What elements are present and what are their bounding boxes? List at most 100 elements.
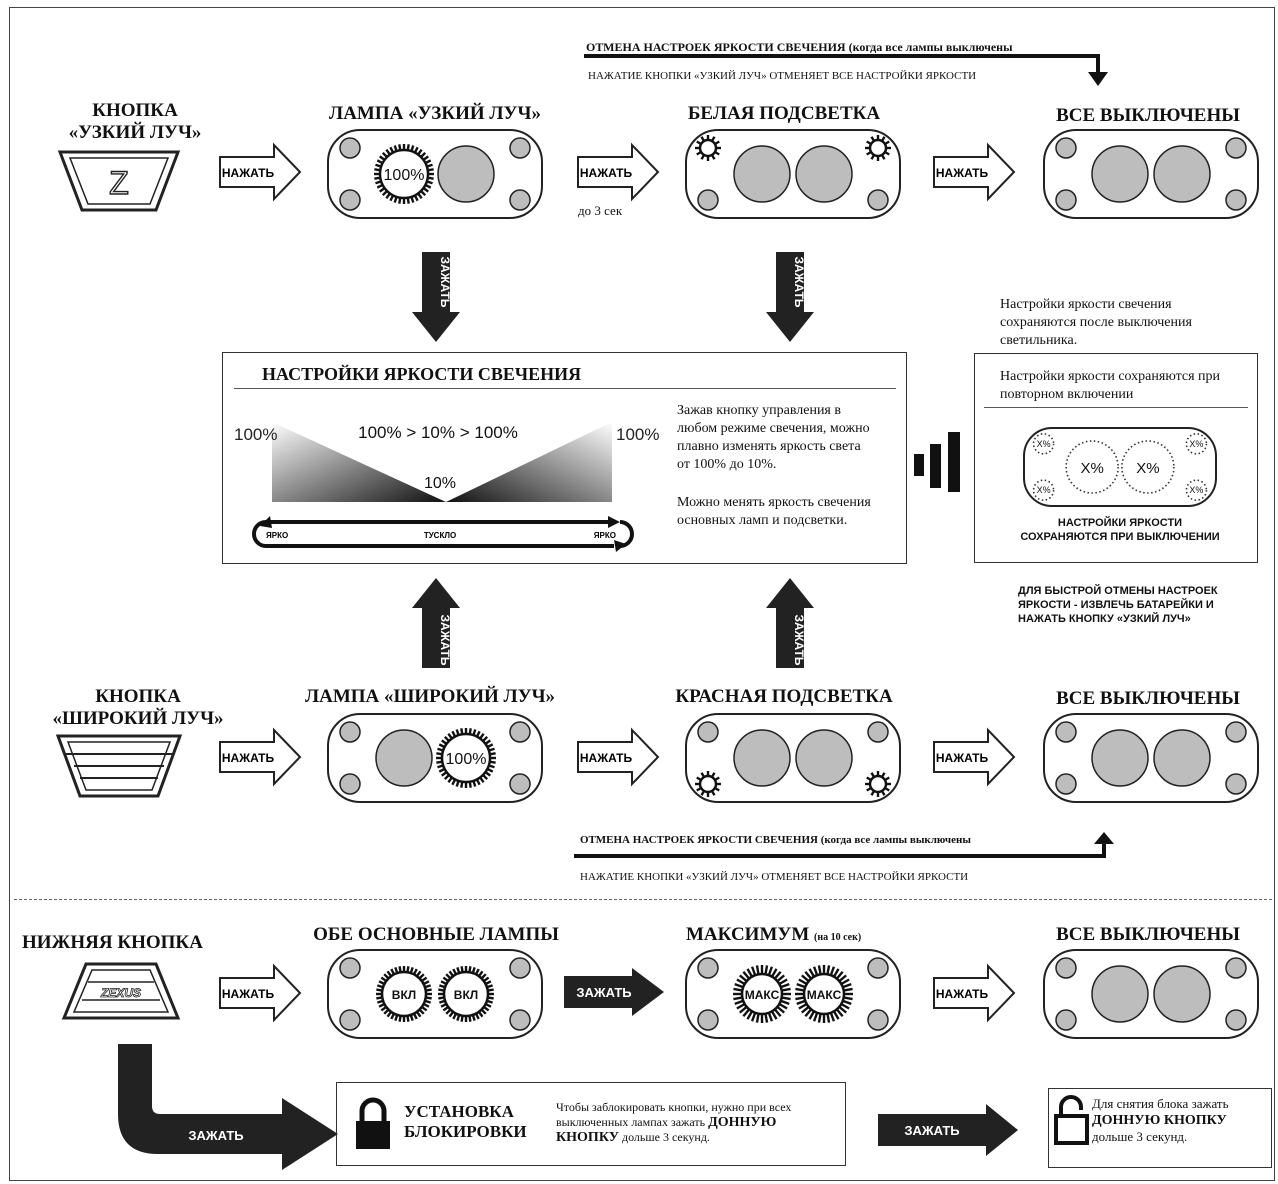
unlock-box <box>1048 1088 1272 1168</box>
hold-arrow-down-2: ЗАЖАТЬ <box>766 252 814 342</box>
unlock-instructions: Для снятия блока зажать ДОННУЮ КНОПКУ до… <box>1092 1096 1270 1145</box>
hold-arrow-up-1: ЗАЖАТЬ <box>412 578 460 668</box>
lamp-housing <box>685 713 901 803</box>
main-lamp-off <box>1153 145 1211 203</box>
sequence-label: 100% > 10% > 100% <box>358 423 518 442</box>
lamp-white-title: БЕЛАЯ ПОДСВЕТКА <box>687 103 881 124</box>
main-lamp-off <box>1091 965 1149 1023</box>
main-xpct-label: X% <box>1080 460 1103 477</box>
small-xpct-label: X% <box>1189 439 1203 449</box>
press-arrow-1: НАЖАТЬ <box>219 142 302 202</box>
backlight-lit <box>865 135 891 161</box>
lamp-housing <box>1043 129 1259 219</box>
small-lamp-off <box>339 189 361 211</box>
hold-arrow-down-1: ЗАЖАТЬ <box>412 252 460 342</box>
lock-title: УСТАНОВКА БЛОКИРОВКИ <box>404 1102 527 1141</box>
lamp-housing <box>1043 713 1259 803</box>
main-lamp-lit <box>374 144 434 204</box>
memory-box-rule <box>984 407 1248 408</box>
reset-title-bottom: ОТМЕНА НАСТРОЕК ЯРКОСТИ СВЕЧЕНИЯ (когда … <box>580 834 971 846</box>
small-lamp-off <box>1055 721 1077 743</box>
memory-box-title: Настройки яркости сохраняются при повтор… <box>1000 369 1221 402</box>
hold-label: ЗАЖАТЬ <box>188 1128 243 1143</box>
outer-frame <box>9 7 1275 1181</box>
memory-top-note: Настройки яркости свечения сохраняются п… <box>1000 297 1192 348</box>
small-lamp-off <box>339 721 361 743</box>
main-lamp-pct: 100% <box>446 751 487 768</box>
memory-box <box>974 353 1258 563</box>
main-lamp-max <box>795 965 853 1023</box>
lamp-narrow-title: ЛАМПА «УЗКИЙ ЛУЧ» <box>329 103 541 124</box>
small-lamp-off <box>697 189 719 211</box>
max-title-text: МАКСИМУМ <box>686 924 810 945</box>
press-arrow-8: НАЖАТЬ <box>933 963 1016 1023</box>
press-arrow-5: НАЖАТЬ <box>577 727 660 787</box>
memory-caption: НАСТРОЙКИ ЯРКОСТИ СОХРАНЯЮТСЯ ПРИ ВЫКЛЮЧ… <box>1020 517 1220 543</box>
hold-label: ЗАЖАТЬ <box>438 256 452 307</box>
lock-open-icon <box>1054 1095 1089 1145</box>
small-lamp-off <box>509 721 531 743</box>
small-lamp-off <box>867 1009 889 1031</box>
small-lamp-off <box>1055 189 1077 211</box>
lock-instructions: Чтобы заблокировать кнопки, нужно при вс… <box>556 1100 842 1145</box>
small-lamp-off <box>1055 773 1077 795</box>
brightness-title: НАСТРОЙКИ ЯРКОСТИ СВЕЧЕНИЯ <box>262 364 582 384</box>
main-xpct-label: X% <box>1136 460 1159 477</box>
small-lamp-off <box>1225 721 1247 743</box>
press-arrow-6: НАЖАТЬ <box>933 727 1016 787</box>
press-arrow-2: НАЖАТЬ <box>577 142 660 202</box>
dim-label: ТУСКЛО <box>424 531 456 540</box>
main-lamp-saved <box>1121 440 1175 494</box>
small-lamp-off <box>697 1009 719 1031</box>
small-lamp-off <box>867 189 889 211</box>
press-label: НАЖАТЬ <box>222 751 275 765</box>
lamp-housing <box>1023 427 1217 507</box>
bright-right-label: ЯРКО <box>594 531 616 540</box>
signal-bars-icon <box>914 432 960 492</box>
press-label: НАЖАТЬ <box>936 751 989 765</box>
unlock-text-a: Для снятия блока зажать <box>1092 1096 1229 1111</box>
unlock-text-b: дольше 3 секунд. <box>1092 1129 1188 1144</box>
z-glyph: Z <box>109 165 129 201</box>
small-lamp-off <box>867 957 889 979</box>
press-label: НАЖАТЬ <box>580 751 633 765</box>
brightness-title-rule <box>234 388 896 389</box>
section-divider <box>14 899 1272 900</box>
brightness-gradient-graphic: 100% 100% 100% > 10% > 100% 10% ЯРКО ТУС… <box>234 422 659 552</box>
press-arrow-4: НАЖАТЬ <box>219 727 302 787</box>
lamp-red-title: КРАСНАЯ ПОДСВЕТКА <box>675 686 893 707</box>
small-lamp-saved <box>1032 479 1055 501</box>
lamp-housing <box>327 713 543 803</box>
backlight-lit <box>695 135 721 161</box>
main-lamp-on-label: ВКЛ <box>392 988 416 1002</box>
small-lamp-off <box>697 957 719 979</box>
lock-text-b: дольше 3 секунд. <box>618 1130 710 1144</box>
main-lamp-pct: 100% <box>384 167 425 184</box>
small-lamp-off <box>339 137 361 159</box>
lamp-housing <box>327 129 543 219</box>
small-xpct-label: X% <box>1189 485 1203 495</box>
main-lamp-on <box>438 966 494 1022</box>
press-arrow-3: НАЖАТЬ <box>933 142 1016 202</box>
lock-box <box>336 1082 846 1166</box>
max-duration-note: (на 10 сек) <box>814 932 862 943</box>
main-lamp-off <box>733 145 791 203</box>
main-lamp-off <box>795 729 853 787</box>
press-label: НАЖАТЬ <box>222 166 275 180</box>
bottom-button-title: НИЖНЯЯ КНОПКА <box>22 932 203 953</box>
small-lamp-off <box>509 1009 531 1031</box>
main-lamp-off <box>1091 145 1149 203</box>
press-label: НАЖАТЬ <box>222 987 275 1001</box>
reset-arrow-bottom <box>574 832 1114 858</box>
lamp-wide-title: ЛАМПА «ШИРОКИЙ ЛУЧ» <box>304 686 556 707</box>
small-lamp-off <box>1055 957 1077 979</box>
small-lamp-off <box>1225 773 1247 795</box>
main-lamp-saved <box>1065 440 1119 494</box>
small-lamp-off <box>509 189 531 211</box>
hold-arrow-unlock: ЗАЖАТЬ <box>878 1104 1018 1156</box>
small-lamp-off <box>509 957 531 979</box>
reset-sub-bottom: НАЖАТИЕ КНОПКИ «УЗКИЙ ЛУЧ» ОТМЕНЯЕТ ВСЕ … <box>580 871 969 883</box>
hold-arrow-up-2: ЗАЖАТЬ <box>766 578 814 668</box>
